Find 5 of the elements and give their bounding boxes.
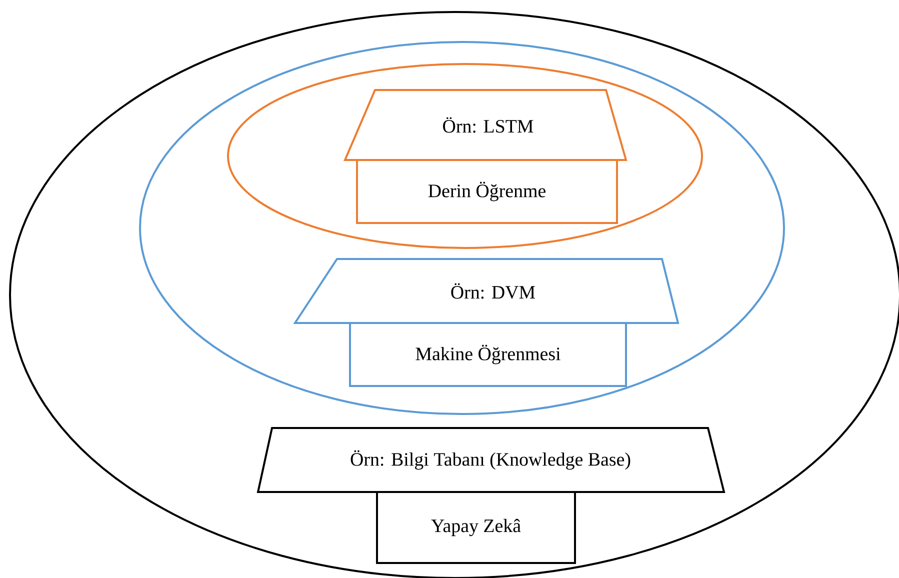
- ellipse: [227, 63, 703, 249]
- ellipse: [139, 41, 785, 415]
- label-box: Makine Öğrenmesi: [349, 322, 627, 387]
- label-box: Yapay Zekâ: [376, 491, 576, 564]
- label-box: Derin Öğrenme: [356, 159, 618, 224]
